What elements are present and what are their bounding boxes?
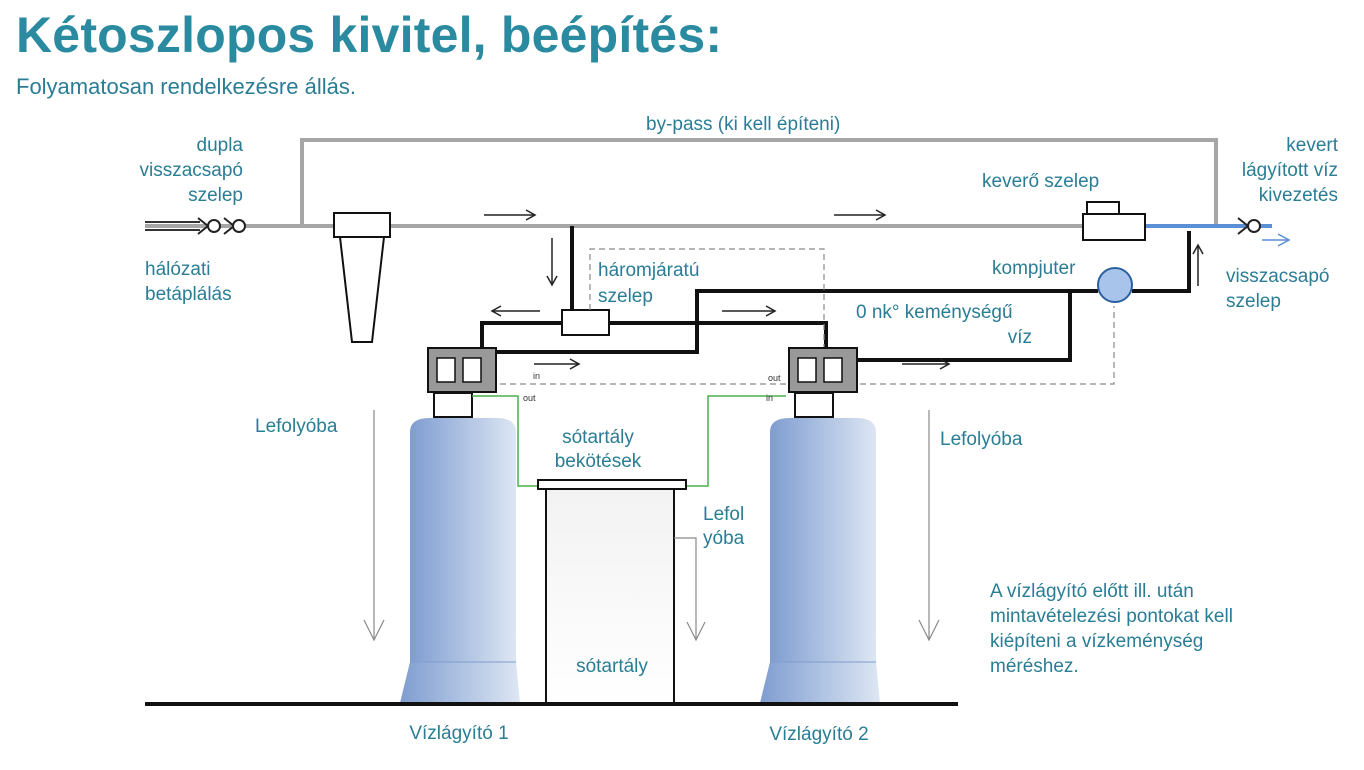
softener-tank-1 [400,418,520,703]
outlet-check-valve [1237,217,1261,235]
brine-drain-label-1: Lefol [703,504,744,525]
brine-lines [472,395,786,487]
three-way-valve-label-1: háromjáratú [598,260,699,281]
drain-label-right: Lefolyóba [940,429,1023,450]
outlet-arrow [1262,233,1291,247]
controller-head-2 [788,347,858,418]
hardness-label-1: 0 nk° keménységű [856,302,1013,323]
brine-tank [537,479,687,704]
softener-1-label: Vízlágyító 1 [409,723,508,744]
double-check-valve-label-3: szelep [188,185,243,206]
mixing-valve-label: keverő szelep [982,171,1099,192]
port-in-1: in [533,371,540,381]
outlet-check-valve-label-1: visszacsapó [1226,266,1330,287]
three-way-valve [561,309,610,336]
double-check-valve-label-2: visszacsapó [140,160,244,181]
softener-pipes [480,226,1191,362]
drain-label-left: Lefolyóba [255,416,338,437]
mixing-valve [1082,201,1146,241]
filter-housing [333,212,391,343]
control-dashed-lines [470,248,1115,385]
outlet-check-valve-label-2: szelep [1226,291,1281,312]
page-title: Kétoszlopos kivitel, beépítés: [16,7,723,63]
inlet-label-1: hálózati [145,259,211,280]
controller-head-1 [427,347,497,418]
hardness-label-2: víz [1008,327,1032,348]
double-check-valve-label-1: dupla [197,135,244,156]
outlet-label-1: kevert [1286,135,1338,156]
port-in-2: in [766,393,773,403]
page-subtitle: Folyamatosan rendelkezésre állás. [16,74,356,99]
double-check-valve [197,217,246,235]
flow-arrows-branch [490,238,1204,370]
brine-connections-label-2: bekötések [555,451,642,472]
computer-sensor [1097,267,1133,303]
three-way-valve-label-2: szelep [598,286,653,307]
bypass-pipe [300,138,1218,226]
brine-tank-label: sótartály [576,656,648,677]
drain-lines [363,410,940,642]
sampling-note-line-2: mintavételezési pontokat kell [990,606,1233,627]
outlet-label-3: kivezetés [1259,185,1338,206]
brine-connections-label-1: sótartály [562,427,634,448]
bypass-label: by-pass (ki kell építeni) [646,114,840,135]
sampling-note-line-3: kiépíteni a vízkeménység [990,631,1203,652]
softener-tank-2 [760,418,880,703]
sampling-note-line-1: A vízlágyító előtt ill. után [990,581,1194,602]
softener-2-label: Vízlágyító 2 [769,724,868,745]
flow-arrows-main [484,209,887,221]
port-out-1: out [523,393,536,403]
outlet-label-2: lágyított víz [1242,160,1338,181]
inlet-label-2: betáplálás [145,284,232,305]
inlet-pipe-ends [145,221,200,231]
sampling-note-line-4: méréshez. [990,656,1079,677]
computer-label: kompjuter [992,258,1076,279]
port-out-2: out [768,373,781,383]
brine-drain-label-2: yóba [703,528,745,549]
